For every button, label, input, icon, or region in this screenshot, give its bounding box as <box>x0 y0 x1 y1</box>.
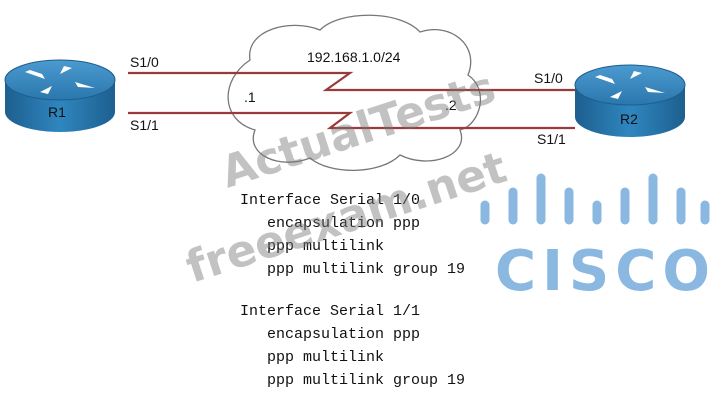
r1-if0-label: S1/0 <box>130 54 159 70</box>
config-line: encapsulation ppp <box>240 326 421 343</box>
serial-links <box>128 71 575 130</box>
config-line: ppp multilink <box>240 349 385 366</box>
config-line: Interface Serial 1/0 <box>240 192 421 209</box>
config-line: Interface Serial 1/1 <box>240 303 421 320</box>
router-arrows-icon <box>595 71 665 99</box>
config-line: ppp multilink group 19 <box>240 372 466 389</box>
config-block-serial-1-0: Interface Serial 1/0 encapsulation ppp p… <box>240 189 465 281</box>
config-block-serial-1-1: Interface Serial 1/1 encapsulation ppp p… <box>240 300 465 392</box>
cisco-logo <box>480 173 710 225</box>
r1-label: R1 <box>48 104 66 120</box>
r2-host-label: .2 <box>445 97 457 113</box>
subnet-label: 192.168.1.0/24 <box>307 49 401 65</box>
cisco-logo-text: CISCO <box>495 239 711 304</box>
router-r1[interactable] <box>4 59 116 132</box>
link-s1-1 <box>128 111 575 130</box>
router-r2[interactable] <box>574 64 686 137</box>
config-line: ppp multilink <box>240 238 385 255</box>
r2-label: R2 <box>620 111 638 127</box>
config-line: ppp multilink group 19 <box>240 261 466 278</box>
r2-if1-label: S1/1 <box>537 131 566 147</box>
r1-host-label: .1 <box>244 89 256 105</box>
r2-if0-label: S1/0 <box>534 70 563 86</box>
link-s1-0 <box>128 71 575 92</box>
router-arrows-icon <box>25 66 95 94</box>
config-line: encapsulation ppp <box>240 215 421 232</box>
r1-if1-label: S1/1 <box>130 117 159 133</box>
wan-cloud <box>227 14 482 172</box>
